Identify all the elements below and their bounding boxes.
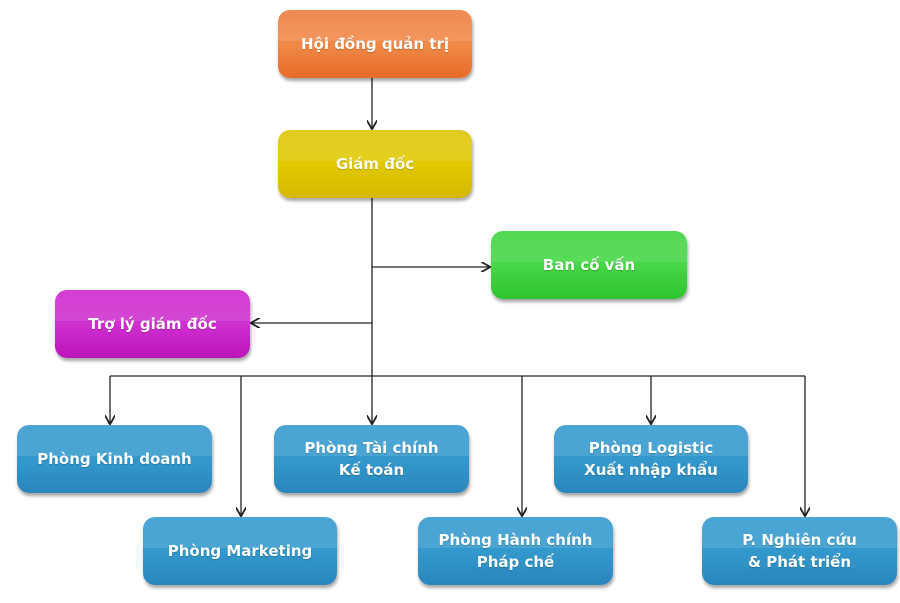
node-label: Phòng Kinh doanh (37, 450, 192, 468)
node-rnd: P. Nghiên cứu & Phát triển (702, 517, 897, 585)
node-label: Trợ lý giám đốc (88, 315, 217, 333)
node-director: Giám đốc (278, 130, 472, 198)
node-label: Phòng Marketing (167, 542, 313, 560)
node-label-line2: Kế toán (338, 461, 405, 479)
node-sales: Phòng Kinh doanh (17, 425, 212, 493)
node-label: Ban cố vấn (542, 256, 636, 274)
node-label-line1: Phòng Hành chính (438, 531, 593, 549)
node-label-line2: Xuất nhập khẩu (584, 461, 718, 479)
node-label: Hội đồng quản trị (300, 35, 450, 53)
node-board: Hội đồng quản trị (278, 10, 472, 78)
node-label-line1: P. Nghiên cứu (742, 531, 857, 549)
node-marketing: Phòng Marketing (143, 517, 337, 585)
node-label-line2: Pháp chế (476, 553, 555, 571)
node-finance: Phòng Tài chính Kế toán (274, 425, 469, 493)
node-label-line1: Phòng Logistic (588, 439, 714, 457)
node-assistant: Trợ lý giám đốc (55, 290, 250, 358)
node-label: Giám đốc (335, 155, 415, 173)
node-label-line1: Phòng Tài chính (304, 439, 439, 457)
node-advisory: Ban cố vấn (491, 231, 687, 299)
node-label-line2: & Phát triển (747, 553, 852, 571)
